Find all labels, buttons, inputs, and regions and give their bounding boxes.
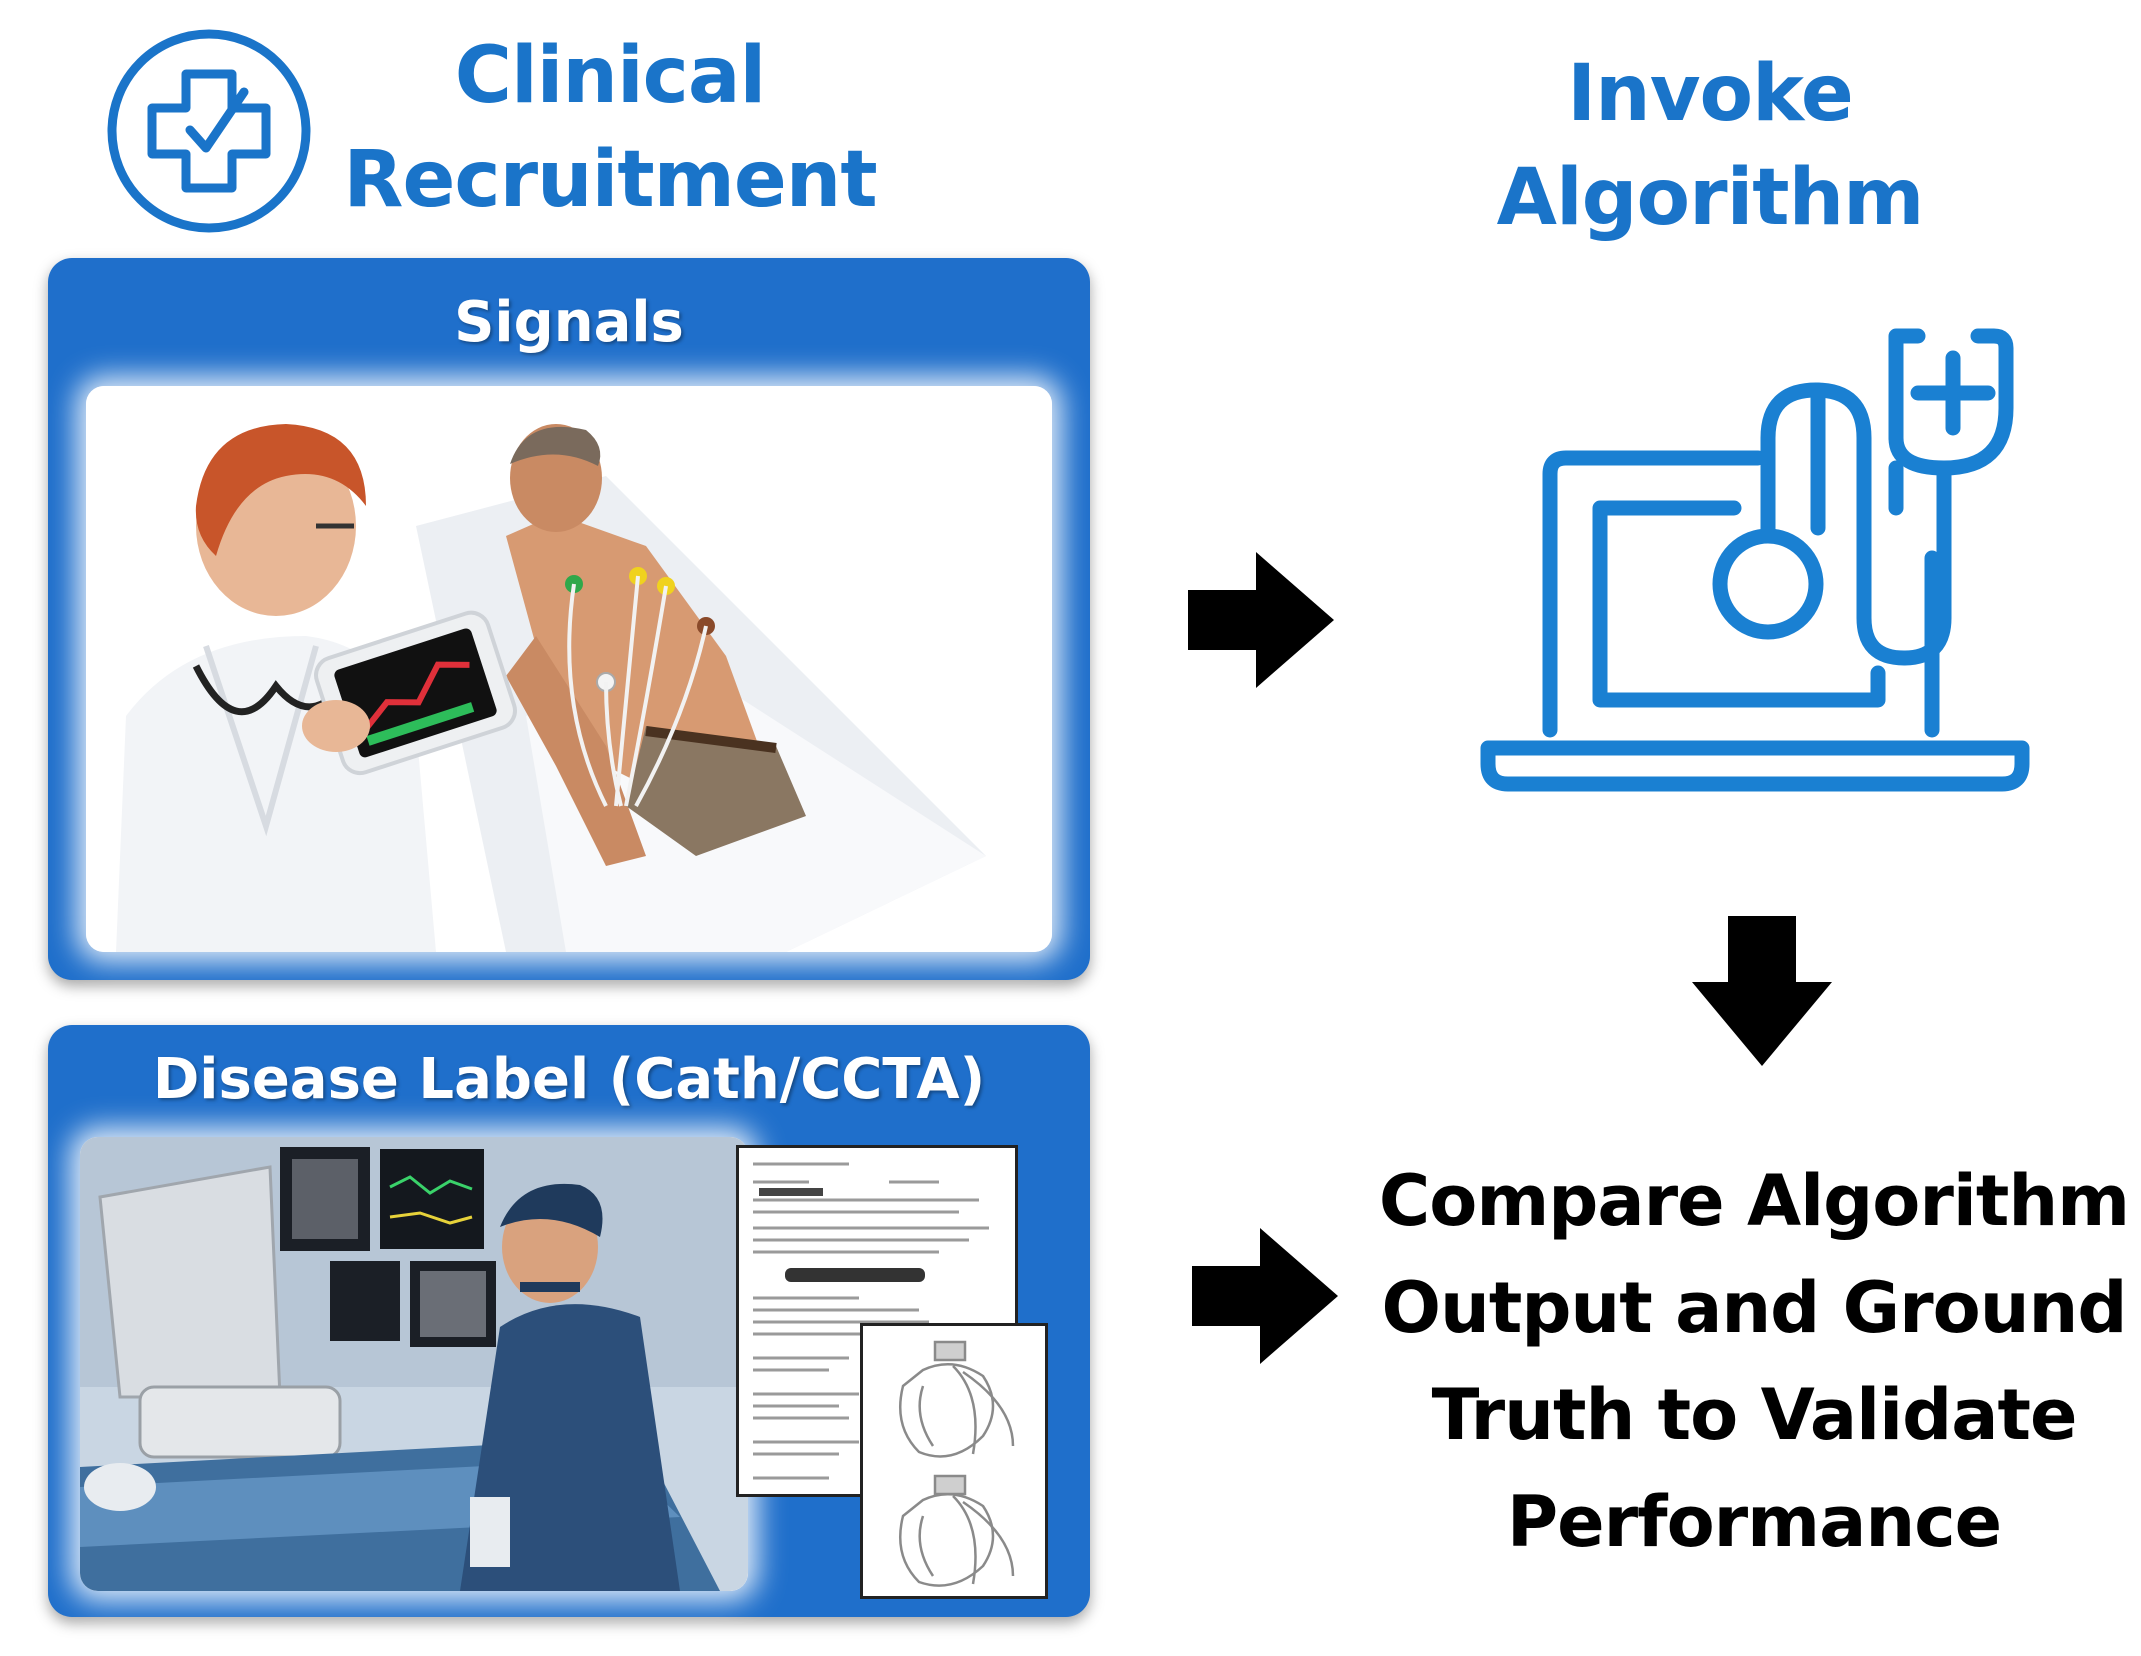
disease-label-panel: Disease Label (Cath/CCTA): [48, 1025, 1090, 1617]
clinical-recruitment-line2: Recruitment: [343, 135, 877, 225]
arrow-down-icon: [1692, 916, 1832, 1066]
arrow-right-upper-icon: [1188, 552, 1338, 688]
cath-lab-illustration: [80, 1137, 748, 1591]
disease-label-panel-title: Disease Label (Cath/CCTA): [152, 1047, 986, 1112]
arrow-right-lower-icon: [1192, 1228, 1342, 1364]
clinical-recruitment-line1: Clinical: [454, 31, 767, 121]
ecg-recording-illustration: [116, 424, 986, 952]
signals-photo: [86, 386, 1052, 952]
coronary-diagram-document: [860, 1323, 1048, 1599]
compare-line2: Output and Ground: [1381, 1267, 2128, 1349]
invoke-algorithm-line1: Invoke: [1567, 49, 1854, 139]
cath-lab-photo: [80, 1137, 748, 1591]
signals-panel-title: Signals: [454, 290, 684, 355]
compare-line3: Truth to Validate: [1431, 1374, 2078, 1456]
signals-panel: Signals: [48, 258, 1090, 980]
medical-cross-check-icon: [104, 26, 314, 236]
compare-line4: Performance: [1506, 1481, 2002, 1563]
invoke-algorithm-line2: Algorithm: [1496, 153, 1925, 243]
compare-line1: Compare Algorithm: [1378, 1160, 2130, 1242]
compare-algorithm-text: Compare Algorithm Output and Ground Trut…: [1378, 1148, 2130, 1576]
laptop-stethoscope-icon: [1478, 318, 2038, 794]
clinical-recruitment-title: Clinical Recruitment: [340, 24, 880, 232]
invoke-algorithm-title: Invoke Algorithm: [1460, 42, 1960, 250]
